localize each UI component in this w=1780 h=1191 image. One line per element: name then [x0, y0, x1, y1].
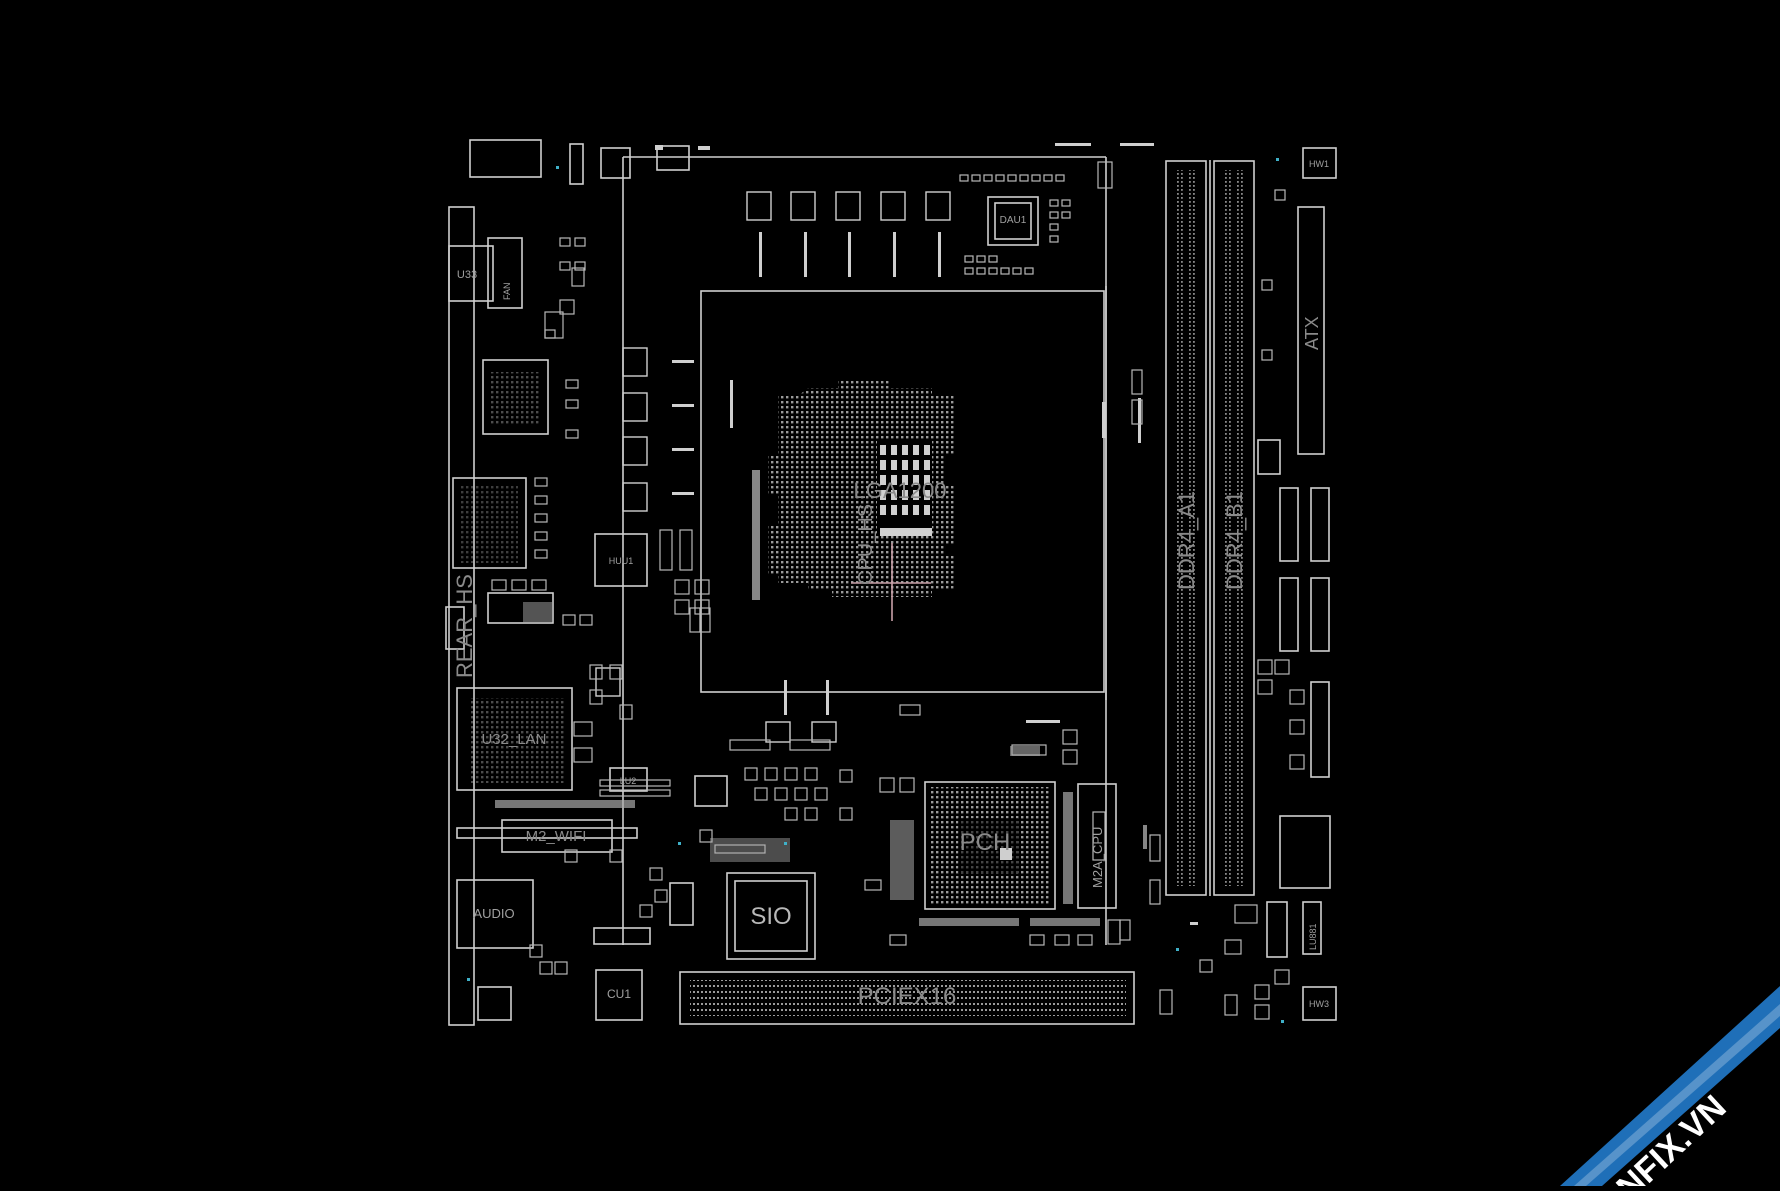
- ddr4-a1-slot: [1165, 160, 1207, 896]
- label-m2a: M2A_CPU: [1090, 827, 1105, 888]
- label-audio: AUDIO: [473, 906, 514, 921]
- atx-connector: [1297, 206, 1325, 455]
- cursor-crosshair: [851, 543, 931, 621]
- label-wifi: M2_WIFI: [526, 828, 587, 845]
- label-hw1: HW1: [1309, 159, 1329, 169]
- watermark-banner: HNFIX.VN: [1560, 986, 1780, 1186]
- label-fan: FAN: [502, 282, 512, 300]
- label-hu1: HUU1: [609, 556, 634, 566]
- label-u33: U33: [457, 269, 477, 281]
- m2a-cpu-slot: [1077, 783, 1117, 909]
- ddr-pin-rows: [1176, 170, 1244, 886]
- label-pcie: PCIEX16: [858, 983, 957, 1010]
- board-outline: [448, 206, 475, 1026]
- label-hw3: HW3: [1309, 999, 1329, 1009]
- audio-chip: [456, 879, 534, 949]
- vrm-chokes: [595, 191, 951, 743]
- passive-components: [655, 143, 1198, 925]
- test-point-markers: [467, 158, 1284, 1023]
- ddr4-b1-slot: [1213, 160, 1255, 896]
- u33-chip: [448, 245, 494, 302]
- label-sio: SIO: [750, 903, 791, 930]
- cpu-socket: [700, 290, 1105, 693]
- pcie-x16-slot: [679, 971, 1135, 1025]
- lan-chip: [456, 687, 573, 791]
- label-lu2: LU2: [620, 776, 637, 786]
- label-dau1: DAU1: [1000, 215, 1027, 226]
- pad-strips: [495, 470, 1147, 926]
- dau1-chip: [987, 196, 1039, 246]
- label-atx: ATX: [1302, 316, 1322, 350]
- label-ddr-b: DDR4_B1: [1222, 491, 1247, 590]
- m2-wifi-slot: [456, 827, 638, 839]
- cpu-pin-field: [768, 381, 956, 597]
- label-cpu-socket: LGA1200: [854, 478, 947, 503]
- label-rear-hs: REAR_HS: [452, 574, 477, 678]
- label-cu1: CU1: [607, 987, 631, 1001]
- pch-chip: [924, 781, 1056, 910]
- label-lan: U32_LAN: [481, 731, 546, 748]
- pcie-pin-row: [690, 980, 1126, 1016]
- cu1-chip: [595, 969, 643, 1021]
- sio-chip: [726, 872, 816, 960]
- label-ddr-a: DDR4_A1: [1174, 491, 1199, 590]
- label-cpu-hs: CPU_HS: [855, 504, 877, 585]
- label-lu881: LU881: [1308, 923, 1318, 950]
- label-pch: PCH: [960, 829, 1011, 856]
